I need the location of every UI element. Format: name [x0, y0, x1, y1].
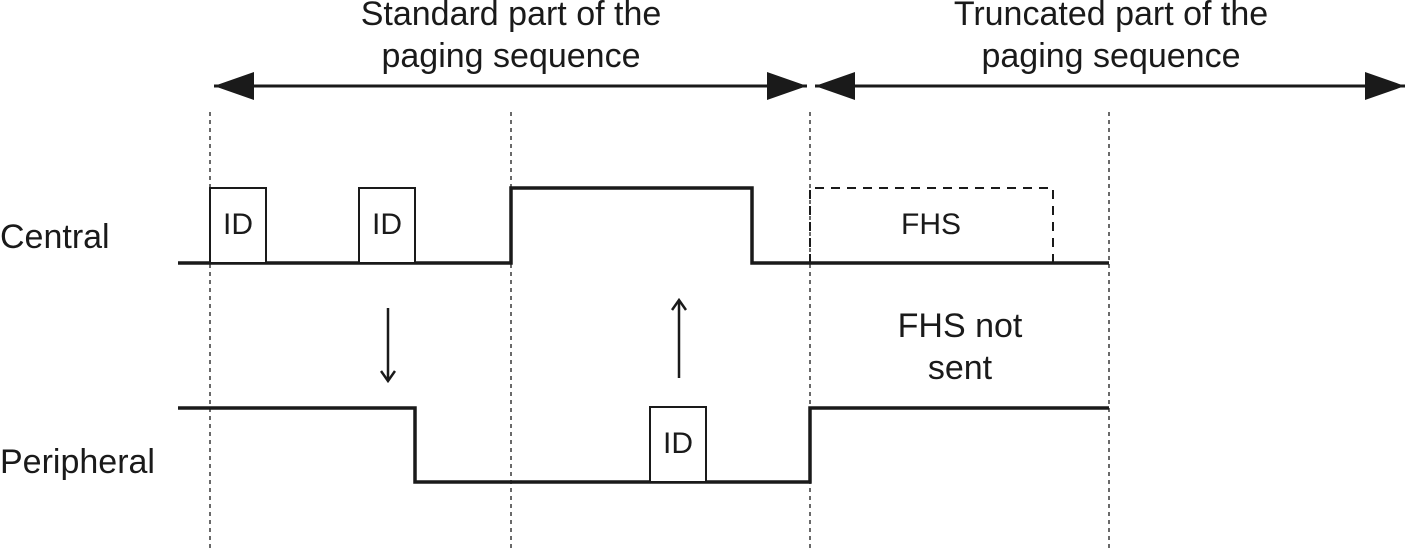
fhs-dashed-packet	[809, 187, 1054, 263]
central-signal-line	[178, 186, 1109, 265]
standard-part-title-line2: paging sequence	[381, 37, 640, 75]
fhs-not-sent-line2: sent	[928, 349, 993, 387]
central-id-label-2: ID	[372, 208, 402, 241]
central-row-label: Central	[0, 218, 110, 256]
peripheral-id-packet	[649, 406, 707, 483]
peripheral-row-label: Peripheral	[0, 443, 155, 481]
central-id-label-1: ID	[223, 208, 253, 241]
peripheral-id-label: ID	[663, 427, 693, 460]
fhs-not-sent-line1: FHS not	[898, 307, 1023, 345]
truncated-part-title-line1: Truncated part of the	[954, 0, 1268, 33]
central-id-packet-2	[358, 187, 416, 264]
standard-part-title-line1: Standard part of the	[361, 0, 662, 33]
peripheral-signal-line	[178, 406, 1109, 484]
central-id-packet-1	[209, 187, 267, 264]
fhs-label: FHS	[901, 208, 961, 241]
truncated-part-title-line2: paging sequence	[981, 37, 1240, 75]
